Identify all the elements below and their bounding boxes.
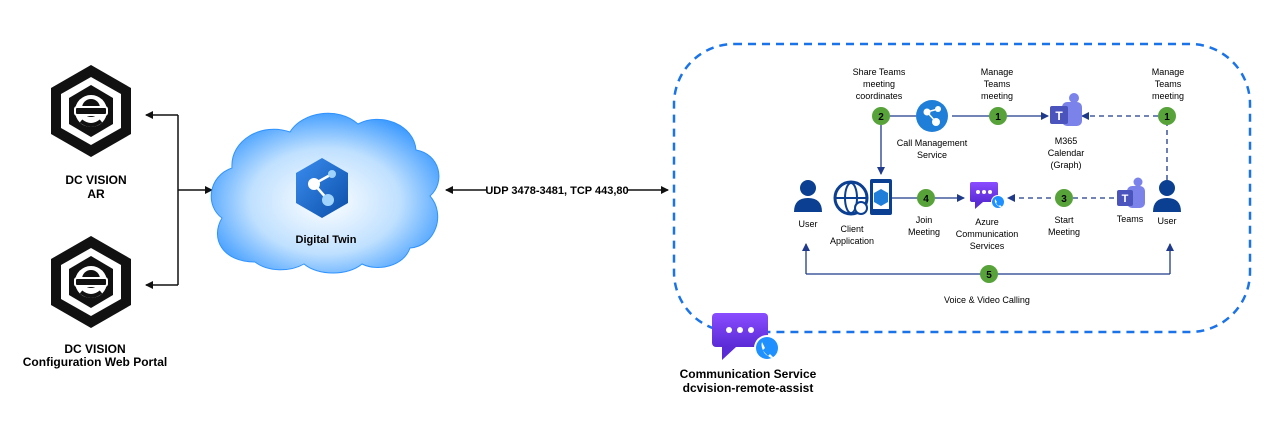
acs-label-2: Communication (956, 229, 1019, 239)
manage-center-label-2: Teams (984, 79, 1011, 89)
service-label-line1: Communication Service (680, 367, 817, 381)
join-label-2: Meeting (908, 227, 940, 237)
svg-text:4: 4 (923, 194, 929, 205)
client-label-2: Application (830, 236, 874, 246)
share-label-2: meeting (863, 79, 895, 89)
client-label-1: Client (840, 224, 864, 234)
share-label-1: Share Teams (853, 67, 906, 77)
m365-teams-icon: T (1050, 93, 1082, 126)
portal-label-line1: DC VISION (64, 342, 125, 356)
dc-vision-portal-icon (51, 236, 131, 328)
step-badge-1-right: 1 (1158, 107, 1176, 125)
svg-text:2: 2 (878, 112, 884, 123)
svg-text:1: 1 (1164, 112, 1170, 123)
user-right-icon (1153, 180, 1181, 212)
m365-label-1: M365 (1055, 136, 1078, 146)
acs-label-1: Azure (975, 217, 999, 227)
step-badge-2: 2 (872, 107, 890, 125)
svg-text:3: 3 (1061, 194, 1067, 205)
start-label-1: Start (1054, 215, 1074, 225)
teams-label: Teams (1117, 214, 1144, 224)
callmgmt-label-2: Service (917, 150, 947, 160)
user-left-label: User (798, 219, 817, 229)
manage-right-label-3: meeting (1152, 91, 1184, 101)
client-application-icon (833, 180, 869, 216)
device-icon (870, 179, 892, 215)
digital-twin-icon (296, 158, 348, 218)
share-label-3: coordinates (856, 91, 903, 101)
manage-right-label-2: Teams (1155, 79, 1182, 89)
manage-center-label-1: Manage (981, 67, 1014, 77)
voice-video-label: Voice & Video Calling (944, 295, 1030, 305)
cloud-label: Digital Twin (296, 234, 357, 246)
m365-label-2: Calendar (1048, 148, 1085, 158)
step-badge-4: 4 (917, 189, 935, 207)
left-connector (145, 111, 213, 289)
dc-vision-ar-icon (51, 65, 131, 157)
service-label-line2: dcvision-remote-assist (683, 381, 814, 395)
ar-label-line1: DC VISION (65, 173, 126, 187)
user-left-icon (794, 180, 822, 212)
acs-icon (970, 182, 1005, 209)
svg-text:T: T (1055, 109, 1063, 123)
acs-label-3: Services (970, 241, 1005, 251)
manage-right-label-1: Manage (1152, 67, 1185, 77)
step-badge-3: 3 (1055, 189, 1073, 207)
start-label-2: Meeting (1048, 227, 1080, 237)
svg-text:1: 1 (995, 112, 1001, 123)
portal-label-line2: Configuration Web Portal (23, 355, 167, 369)
svg-text:5: 5 (986, 270, 992, 281)
callmgmt-label-1: Call Management (897, 138, 968, 148)
communication-service-boundary (672, 42, 1252, 334)
svg-text:T: T (1122, 193, 1129, 205)
manage-center-label-3: meeting (981, 91, 1013, 101)
step-badge-5: 5 (980, 265, 998, 283)
join-label-1: Join (916, 215, 933, 225)
call-management-icon (916, 100, 948, 132)
teams-icon: T (1117, 177, 1145, 208)
step-badge-1-center: 1 (989, 107, 1007, 125)
network-link-label: UDP 3478-3481, TCP 443,80 (485, 185, 628, 197)
m365-label-3: (Graph) (1050, 160, 1081, 170)
ar-label-line2: AR (87, 187, 105, 201)
communication-service-icon (712, 313, 780, 361)
user-right-label: User (1157, 216, 1176, 226)
